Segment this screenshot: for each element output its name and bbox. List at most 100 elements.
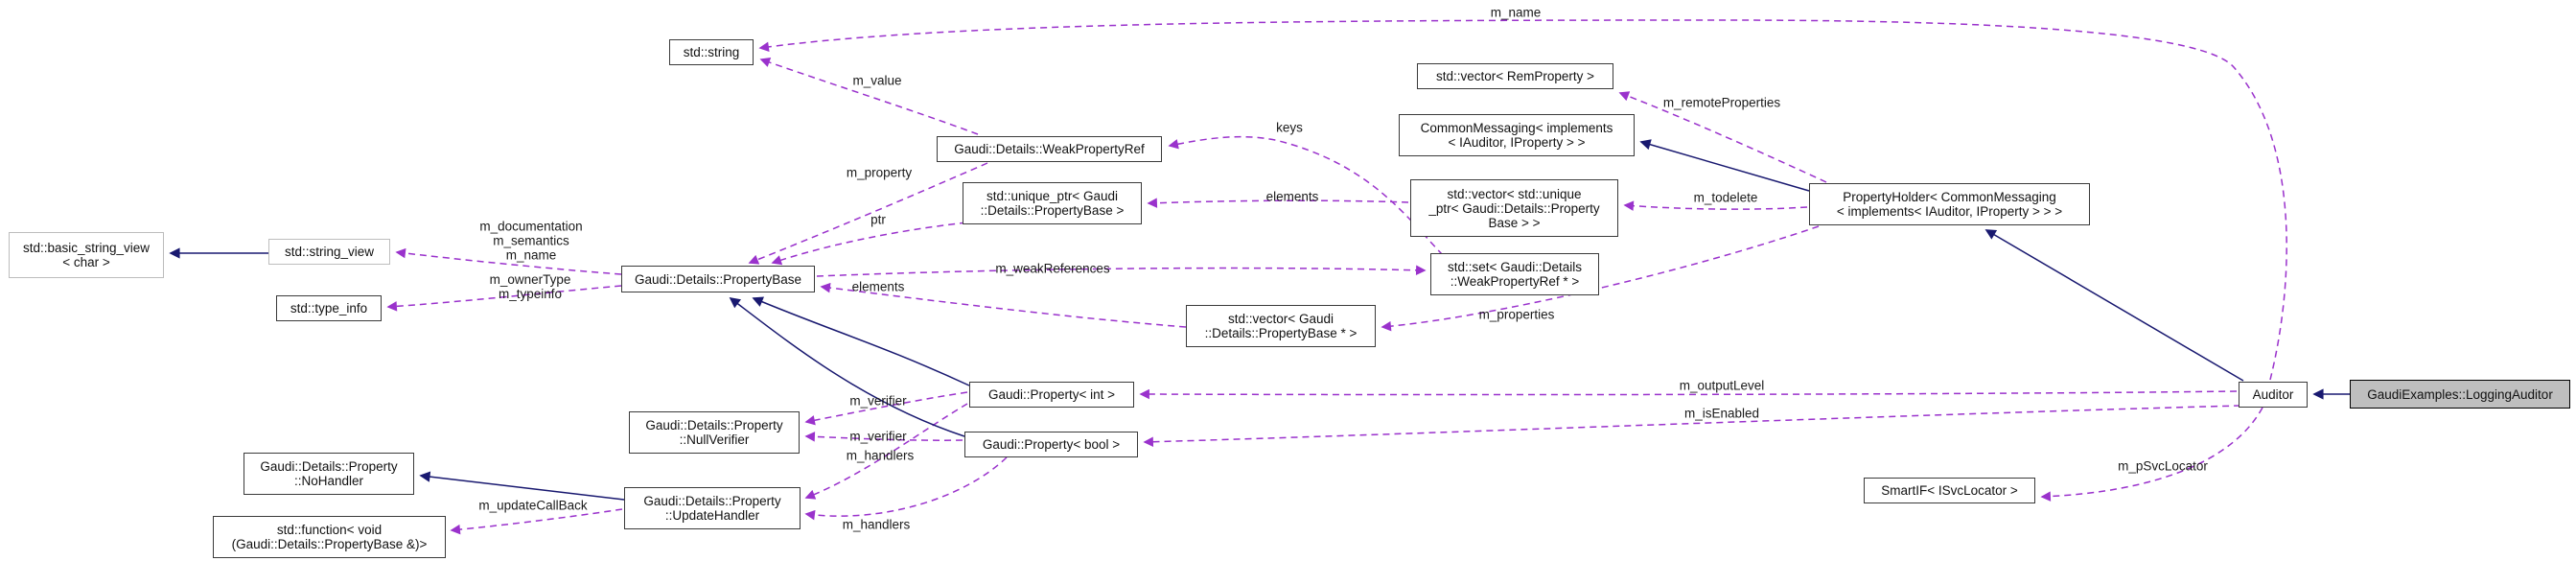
node-label-line: Gaudi::Details::Property	[260, 459, 398, 474]
edge-elements-upper	[1147, 198, 1409, 208]
edge-m-updatecallback	[450, 508, 623, 535]
node-label-line: Gaudi::Details::Property	[645, 418, 783, 432]
edge-inherit-updatehandler	[419, 471, 625, 501]
node-weak-property-ref[interactable]: Gaudi::Details::WeakPropertyRef	[937, 136, 1162, 162]
edge-m-weakreferences	[816, 265, 1427, 277]
node-label-line: std::type_info	[290, 301, 368, 316]
node-label-line: std::unique_ptr< Gaudi	[986, 189, 1118, 203]
edge-inherit-prop-int	[752, 296, 970, 386]
edge-label: elements	[851, 279, 905, 294]
node-smartif[interactable]: SmartIF< ISvcLocator >	[1864, 478, 2035, 503]
edge-label: m_isEnabled	[1683, 406, 1760, 421]
node-label-line: Gaudi::Details::PropertyBase	[634, 271, 802, 287]
node-std-function[interactable]: std::function< void(Gaudi::Details::Prop…	[213, 516, 446, 558]
node-property-holder[interactable]: PropertyHolder< CommonMessaging< impleme…	[1809, 183, 2090, 225]
node-update-handler[interactable]: Gaudi::Details::Property::UpdateHandler	[624, 487, 801, 529]
node-vector-propbase[interactable]: std::vector< Gaudi::Details::PropertyBas…	[1186, 305, 1376, 347]
edge-label: m_handlers	[842, 517, 911, 532]
node-label-line: Auditor	[2252, 387, 2294, 402]
edge-inherit-prop-bool	[729, 296, 965, 437]
edge-m-doc-sem-name	[395, 247, 622, 275]
node-label-line: ::Details::PropertyBase >	[980, 203, 1125, 218]
edge-label: m_name	[1490, 5, 1542, 20]
node-no-handler[interactable]: Gaudi::Details::Property::NoHandler	[244, 453, 414, 495]
edge-label: m_property	[846, 165, 913, 180]
node-label-line: < IAuditor, IProperty > >	[1448, 135, 1586, 150]
node-label-line: ::NoHandler	[293, 474, 364, 488]
edge-m-handlers-int	[804, 403, 968, 500]
node-label-line: std::set< Gaudi::Details	[1448, 260, 1582, 274]
edge-m-todelete	[1623, 200, 1808, 211]
edge-m-name	[758, 19, 2287, 381]
node-auditor[interactable]: Auditor	[2239, 382, 2308, 408]
node-type-info[interactable]: std::type_info	[276, 295, 382, 321]
node-label-line: (Gaudi::Details::PropertyBase &)>	[231, 537, 428, 551]
edge-label: m_updateCallBack	[478, 498, 588, 513]
edge-label: m_todelete	[1693, 190, 1758, 205]
edge-m-properties	[1381, 225, 1820, 332]
node-std-string[interactable]: std::string	[669, 39, 754, 65]
edge-m-verifier-int	[804, 391, 968, 426]
edge-m-remoteproperties	[1618, 91, 1827, 183]
node-label-line: std::vector< RemProperty >	[1435, 69, 1595, 83]
node-label-line: ::NullVerifier	[679, 432, 750, 447]
edge-label: ptr	[870, 212, 886, 227]
node-label-line: _ptr< Gaudi::Details::Property	[1428, 200, 1600, 216]
edge-m-handlers-bool	[804, 456, 1008, 521]
edge-label: keys	[1276, 120, 1303, 135]
node-set-weak-refs[interactable]: std::set< Gaudi::Details::WeakPropertyRe…	[1430, 253, 1599, 295]
node-basic-string-view[interactable]: std::basic_string_view< char >	[9, 232, 164, 278]
node-property-int[interactable]: Gaudi::Property< int >	[969, 382, 1134, 408]
node-vector-unique-ptr[interactable]: std::vector< std::unique_ptr< Gaudi::Det…	[1410, 179, 1618, 237]
edge-label: m_ownerType m_typeinfo	[489, 272, 571, 301]
node-string-view[interactable]: std::string_view	[268, 239, 390, 265]
edge-elements-lower	[820, 282, 1187, 328]
node-label-line: SmartIF< ISvcLocator >	[1881, 483, 2018, 498]
edge-ptr	[771, 222, 967, 266]
edge-m-owner-typeinfo	[386, 285, 622, 312]
edge-label: m_value	[852, 73, 902, 88]
node-label-line: ::Details::PropertyBase * >	[1204, 326, 1358, 340]
edge-m-outputlevel	[1139, 388, 2238, 400]
edge-inherit-auditor	[1984, 229, 2244, 382]
node-vector-remprop[interactable]: std::vector< RemProperty >	[1417, 63, 1613, 89]
node-label-line: std::string	[683, 45, 740, 59]
node-unique-ptr[interactable]: std::unique_ptr< Gaudi::Details::Propert…	[963, 182, 1142, 224]
node-label-line: std::function< void	[276, 523, 383, 537]
edge-label: m_weakReferences	[995, 261, 1110, 276]
node-label-line: std::vector< Gaudi	[1228, 312, 1334, 326]
node-property-base[interactable]: Gaudi::Details::PropertyBase	[621, 266, 815, 292]
node-label-line: Gaudi::Details::WeakPropertyRef	[954, 142, 1145, 156]
edge-label: m_documentation m_semantics m_name	[479, 219, 583, 263]
node-label-line: < char >	[62, 255, 110, 269]
edge-m-isenabled	[1143, 405, 2241, 447]
node-null-verifier[interactable]: Gaudi::Details::Property::NullVerifier	[629, 411, 800, 454]
node-common-messaging[interactable]: CommonMessaging< implements< IAuditor, I…	[1399, 114, 1635, 156]
edge-inherit-propholder	[1639, 139, 1810, 192]
edge-label: m_remoteProperties	[1662, 95, 1781, 110]
edge-label: m_verifier	[849, 429, 907, 444]
edge-m-verifier-bool	[804, 432, 963, 442]
node-label-line: ::UpdateHandler	[664, 508, 760, 523]
node-property-bool[interactable]: Gaudi::Property< bool >	[964, 432, 1138, 457]
edge-label: m_handlers	[846, 448, 915, 463]
node-label-line: GaudiExamples::LoggingAuditor	[2367, 386, 2553, 402]
node-logging-auditor[interactable]: GaudiExamples::LoggingAuditor	[2350, 380, 2570, 409]
edge-m-value	[759, 58, 979, 135]
node-label-line: Gaudi::Property< int >	[987, 387, 1116, 402]
edge-m-psvclocator	[2040, 407, 2263, 502]
edge-label: m_outputLevel	[1679, 378, 1765, 393]
node-label-line: CommonMessaging< implements	[1420, 121, 1613, 135]
node-label-line: Gaudi::Property< bool >	[982, 437, 1121, 452]
node-label-line: PropertyHolder< CommonMessaging	[1843, 190, 2056, 204]
node-label-line: std::vector< std::unique	[1447, 186, 1582, 201]
edge-keys	[1168, 135, 1444, 256]
edge-label: m_pSvcLocator	[2118, 458, 2208, 474]
node-label-line: std::basic_string_view	[22, 241, 151, 255]
edge-label: elements	[1265, 189, 1319, 204]
edge-label: m_verifier	[849, 393, 907, 409]
edge-m-property	[748, 162, 988, 265]
node-label-line: Base > >	[1488, 215, 1541, 230]
